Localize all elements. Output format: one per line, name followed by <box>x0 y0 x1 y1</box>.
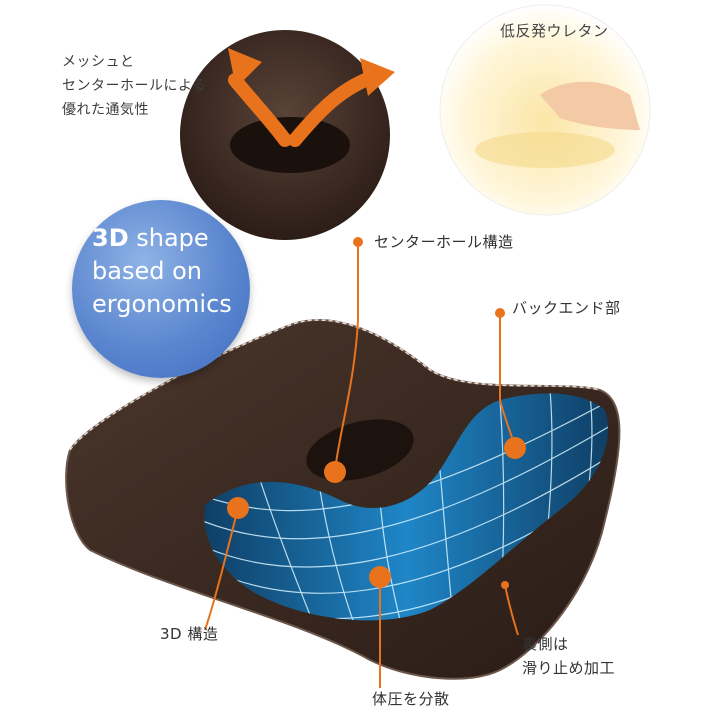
memory-foam-inset <box>439 4 651 216</box>
mesh-callout-text: メッシュと センターホールによる 優れた通気性 <box>62 50 207 122</box>
badge-line3: ergonomics <box>92 290 232 318</box>
badge-bold: 3D <box>92 224 129 252</box>
badge-line1: shape <box>128 224 209 252</box>
label-back-end: バックエンド部 <box>512 299 621 317</box>
mesh-callout-line-1: メッシュと <box>62 54 135 70</box>
ergonomics-badge-text: 3D shape based on ergonomics <box>92 222 232 321</box>
label-3d-structure: 3D 構造 <box>160 625 219 643</box>
label-center-hole: センターホール構造 <box>374 233 514 251</box>
label-pressure: 体圧を分散 <box>372 690 450 708</box>
mesh-callout-line-2: センターホールによる <box>62 78 207 94</box>
callout-dots <box>227 237 526 589</box>
label-non-slip-1: 裏側は <box>522 635 569 653</box>
memory-foam-title: 低反発ウレタン <box>500 22 609 40</box>
mesh-ventilation-inset <box>180 30 395 240</box>
mesh-callout-line-3: 優れた通気性 <box>62 102 149 118</box>
ergonomics-badge <box>72 200 250 378</box>
label-non-slip-2: 滑り止め加工 <box>522 659 616 677</box>
badge-line2: based on <box>92 257 202 285</box>
